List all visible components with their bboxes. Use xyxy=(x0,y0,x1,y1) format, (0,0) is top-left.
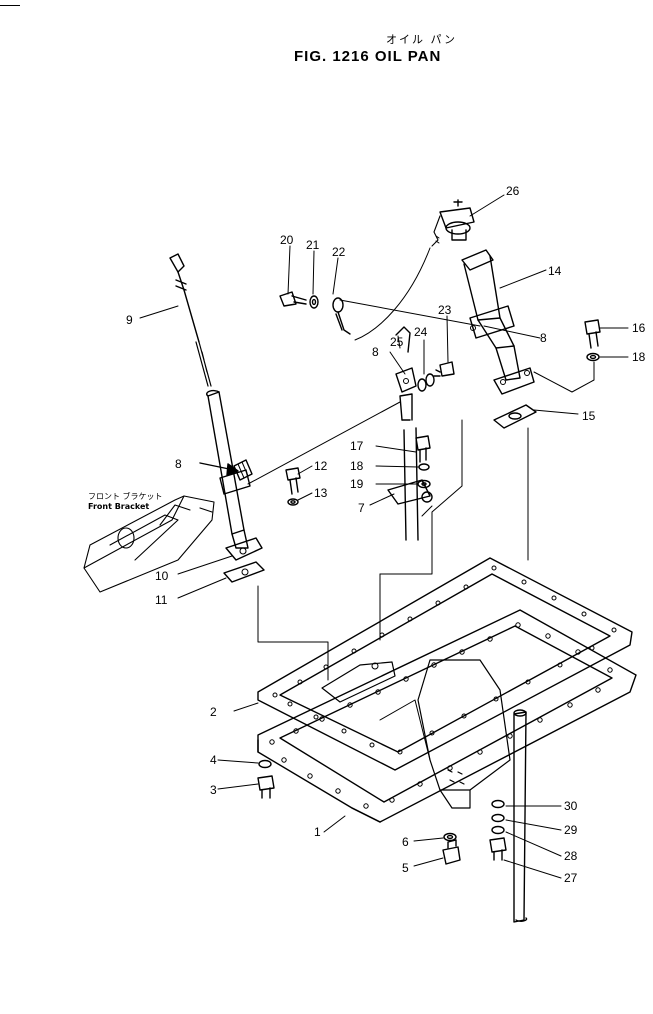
washer-21 xyxy=(309,295,319,309)
callout-5: 5 xyxy=(402,861,409,875)
callout-8-center: 8 xyxy=(372,345,379,359)
front-bracket-label-jp: フロント ブラケット xyxy=(88,492,163,501)
callout-3: 3 xyxy=(210,783,217,797)
bolt-12 xyxy=(285,467,301,495)
washer-28 xyxy=(491,825,505,835)
clip-25 xyxy=(395,326,411,353)
callout-20: 20 xyxy=(280,233,294,247)
callout-2: 2 xyxy=(210,705,217,719)
washer-18-center xyxy=(418,463,430,471)
callout-30: 30 xyxy=(564,799,578,813)
figure-title: FIG. 1216 OIL PAN xyxy=(294,48,442,65)
callout-18-center: 18 xyxy=(350,459,364,473)
title-japanese: オイル パン xyxy=(386,33,458,46)
washer-24 xyxy=(417,373,435,392)
drain-plug-5 xyxy=(442,839,461,865)
bolt-3 xyxy=(257,775,275,799)
corner-rule xyxy=(0,5,20,6)
callout-13: 13 xyxy=(314,486,328,500)
washer-4 xyxy=(258,759,272,769)
callout-26: 26 xyxy=(506,184,520,198)
callout-17: 17 xyxy=(350,439,364,453)
callout-24: 24 xyxy=(414,325,428,339)
suction-pipe xyxy=(513,709,528,923)
callout-23: 23 xyxy=(438,303,452,317)
callout-28: 28 xyxy=(564,849,578,863)
callout-16: 16 xyxy=(632,321,646,335)
bolt-17 xyxy=(415,435,431,463)
callout-29: 29 xyxy=(564,823,578,837)
callout-27: 27 xyxy=(564,871,578,885)
callout-7: 7 xyxy=(358,501,365,515)
callout-18-right: 18 xyxy=(632,350,646,364)
washer-18-right xyxy=(586,352,600,362)
callout-10: 10 xyxy=(155,569,169,583)
bolt-20 xyxy=(279,291,307,307)
washer-30 xyxy=(491,799,505,809)
callout-leaders xyxy=(139,194,629,879)
callout-9: 9 xyxy=(126,313,133,327)
callout-25: 25 xyxy=(390,335,404,349)
washer-29 xyxy=(491,813,505,823)
callout-8-right: 8 xyxy=(540,331,547,345)
callout-19: 19 xyxy=(350,477,364,491)
gasket xyxy=(257,557,633,771)
callout-8-left: 8 xyxy=(175,457,182,471)
bolt-23 xyxy=(433,361,455,377)
callout-numbers: 1 2 3 4 5 6 7 8 8 8 9 10 11 12 13 14 15 … xyxy=(126,184,646,885)
filler-tube xyxy=(461,249,535,395)
callout-12: 12 xyxy=(314,459,328,473)
filler-gasket-15 xyxy=(493,404,537,429)
callout-22: 22 xyxy=(332,245,346,259)
dipstick-assembly xyxy=(169,253,265,583)
chain-clip-22 xyxy=(332,297,351,335)
assembly-lines xyxy=(247,299,595,681)
front-bracket-label-en: Front Bracket xyxy=(88,502,150,511)
callout-11: 11 xyxy=(155,593,168,607)
callout-21: 21 xyxy=(306,238,320,252)
washer-6 xyxy=(443,832,457,842)
callout-6: 6 xyxy=(402,835,409,849)
callout-15: 15 xyxy=(582,409,596,423)
bolt-16 xyxy=(584,319,601,349)
callout-4: 4 xyxy=(210,753,217,767)
callout-14: 14 xyxy=(548,264,562,278)
callout-1: 1 xyxy=(314,825,321,839)
oil-pan xyxy=(257,609,637,823)
washer-13 xyxy=(287,498,299,506)
bolt-27 xyxy=(489,837,507,861)
oil-filler-cap xyxy=(431,199,475,247)
front-bracket xyxy=(83,495,215,593)
